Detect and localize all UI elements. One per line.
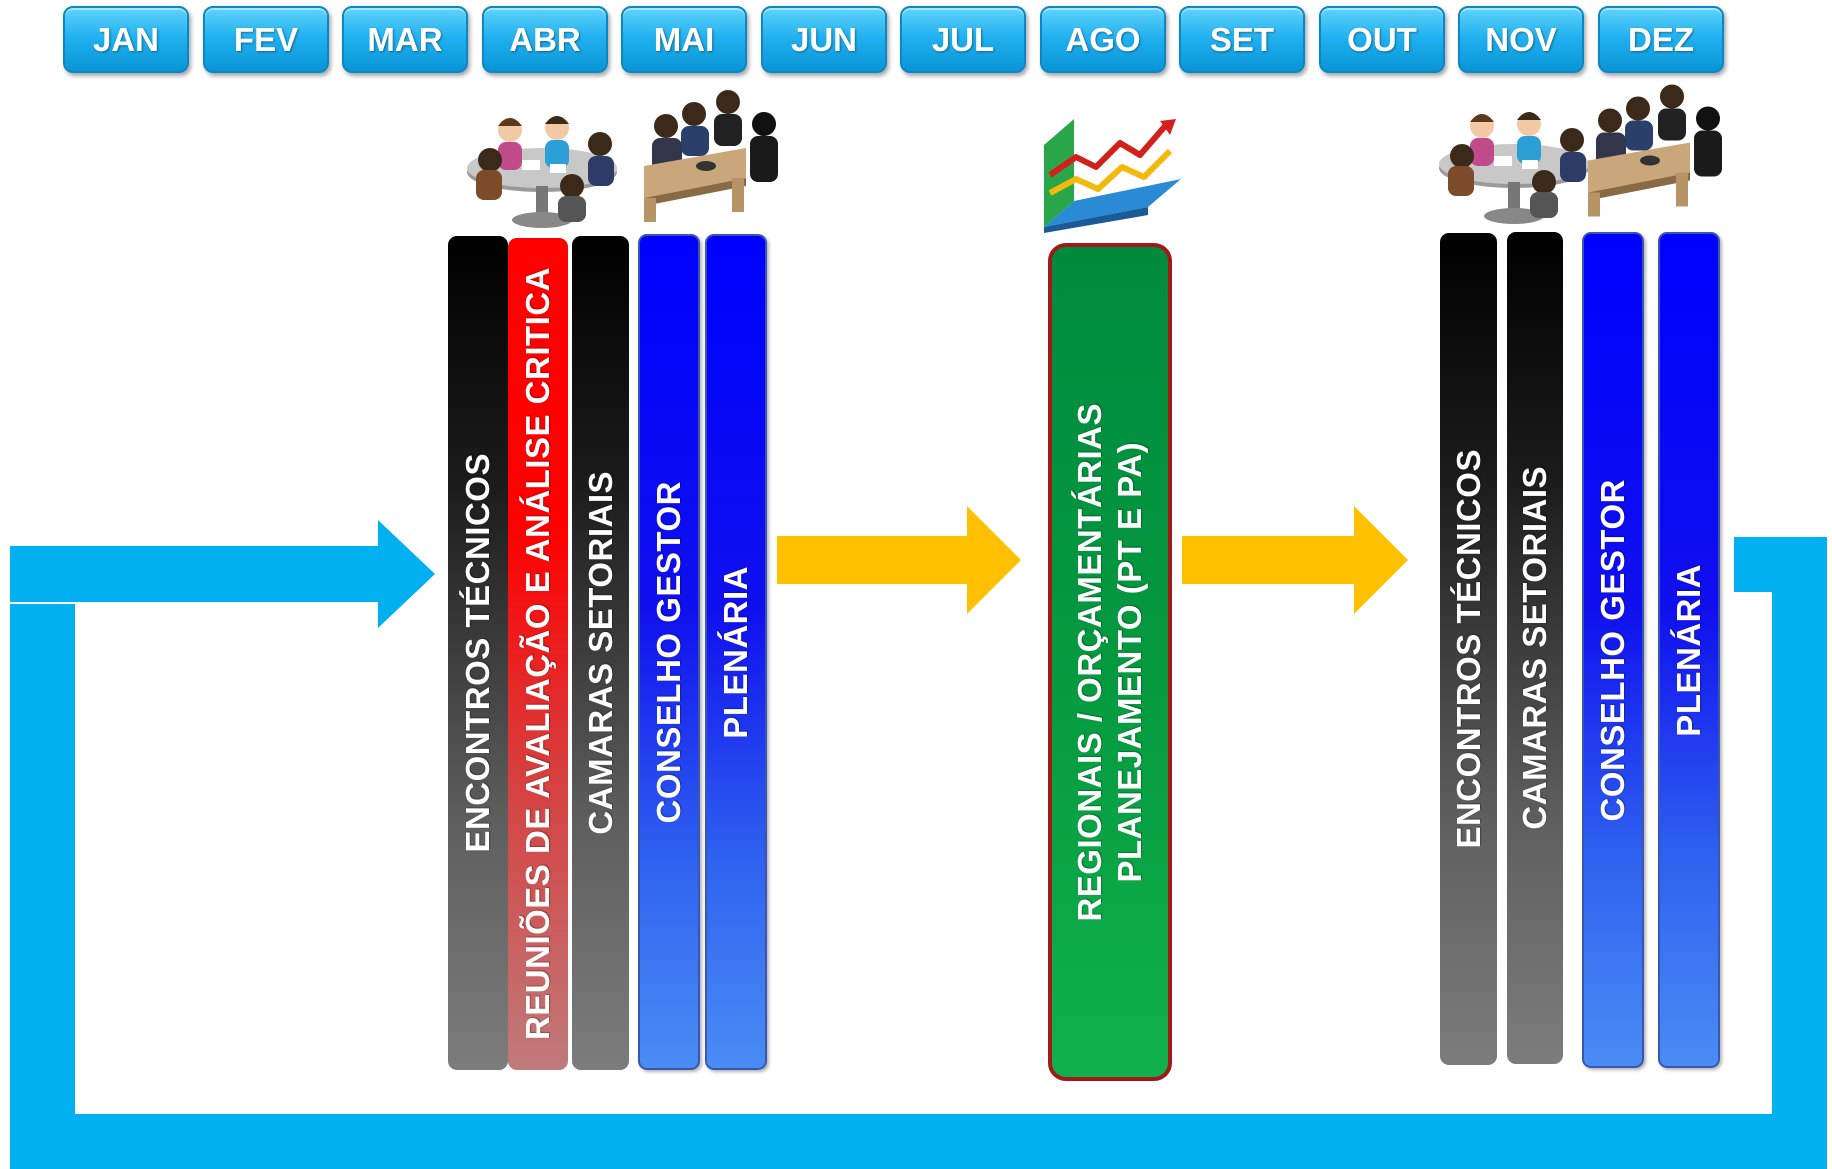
- cycle-entry-arrow: [10, 520, 435, 628]
- meeting-desk-icon: [1588, 84, 1722, 217]
- month-out[interactable]: OUT: [1319, 6, 1445, 73]
- meeting-desk-icon: [644, 90, 778, 222]
- stage1-bar-plenaria: PLENÁRIA: [705, 234, 767, 1070]
- month-mar[interactable]: MAR: [342, 6, 468, 73]
- month-jan[interactable]: JAN: [63, 6, 189, 73]
- month-set[interactable]: SET: [1179, 6, 1305, 73]
- bar-label: PLENÁRIA: [717, 565, 754, 739]
- month-mai[interactable]: MAI: [621, 6, 747, 73]
- bar-label: CAMARAS SETORIAIS: [1516, 466, 1553, 830]
- flow-arrow-1: [777, 506, 1021, 614]
- stage2-line2: PLANEJAMENTO (PT E PA): [1111, 441, 1148, 883]
- month-ago[interactable]: AGO: [1040, 6, 1166, 73]
- growth-chart-icon: [1044, 119, 1181, 233]
- bar-label: PLENÁRIA: [1670, 563, 1707, 737]
- stage1-bar-encontros-tecnicos: ENCONTROS TÉCNICOS: [448, 236, 508, 1070]
- bar-label: CONSELHO GESTOR: [650, 480, 687, 824]
- bar-label: CONSELHO GESTOR: [1594, 478, 1631, 822]
- stage3-bar-camaras-setoriais: CAMARAS SETORIAIS: [1507, 232, 1563, 1064]
- bar-label: ENCONTROS TÉCNICOS: [1449, 449, 1487, 849]
- month-jun[interactable]: JUN: [761, 6, 887, 73]
- month-jul[interactable]: JUL: [900, 6, 1026, 73]
- meeting-round-table-icon: [467, 116, 617, 228]
- bar-label: ENCONTROS TÉCNICOS: [459, 453, 496, 853]
- month-fev[interactable]: FEV: [203, 6, 329, 73]
- stage2-line1: REGIONAIS / ORÇAMENTÁRIAS: [1071, 402, 1108, 922]
- stage1-bar-conselho-gestor: CONSELHO GESTOR: [638, 234, 700, 1070]
- stage1-bar-reunioes-avaliacao: REUNIÕES DE AVALIAÇÃO E ANÁLISE CRITICA: [508, 238, 568, 1070]
- month-nov[interactable]: NOV: [1458, 6, 1584, 73]
- month-abr[interactable]: ABR: [482, 6, 608, 73]
- stage3-bar-encontros-tecnicos: ENCONTROS TÉCNICOS: [1440, 233, 1497, 1065]
- flow-arrow-2: [1182, 506, 1408, 614]
- bar-label: CAMARAS SETORIAIS: [581, 471, 619, 835]
- stage3-bar-conselho-gestor: CONSELHO GESTOR: [1582, 232, 1644, 1068]
- month-dez[interactable]: DEZ: [1598, 6, 1724, 73]
- meeting-round-table-icon: [1439, 112, 1589, 224]
- stage3-bar-plenaria: PLENÁRIA: [1658, 232, 1720, 1068]
- stage1-bar-camaras-setoriais: CAMARAS SETORIAIS: [572, 236, 629, 1070]
- bar-label: REUNIÕES DE AVALIAÇÃO E ANÁLISE CRITICA: [519, 267, 556, 1041]
